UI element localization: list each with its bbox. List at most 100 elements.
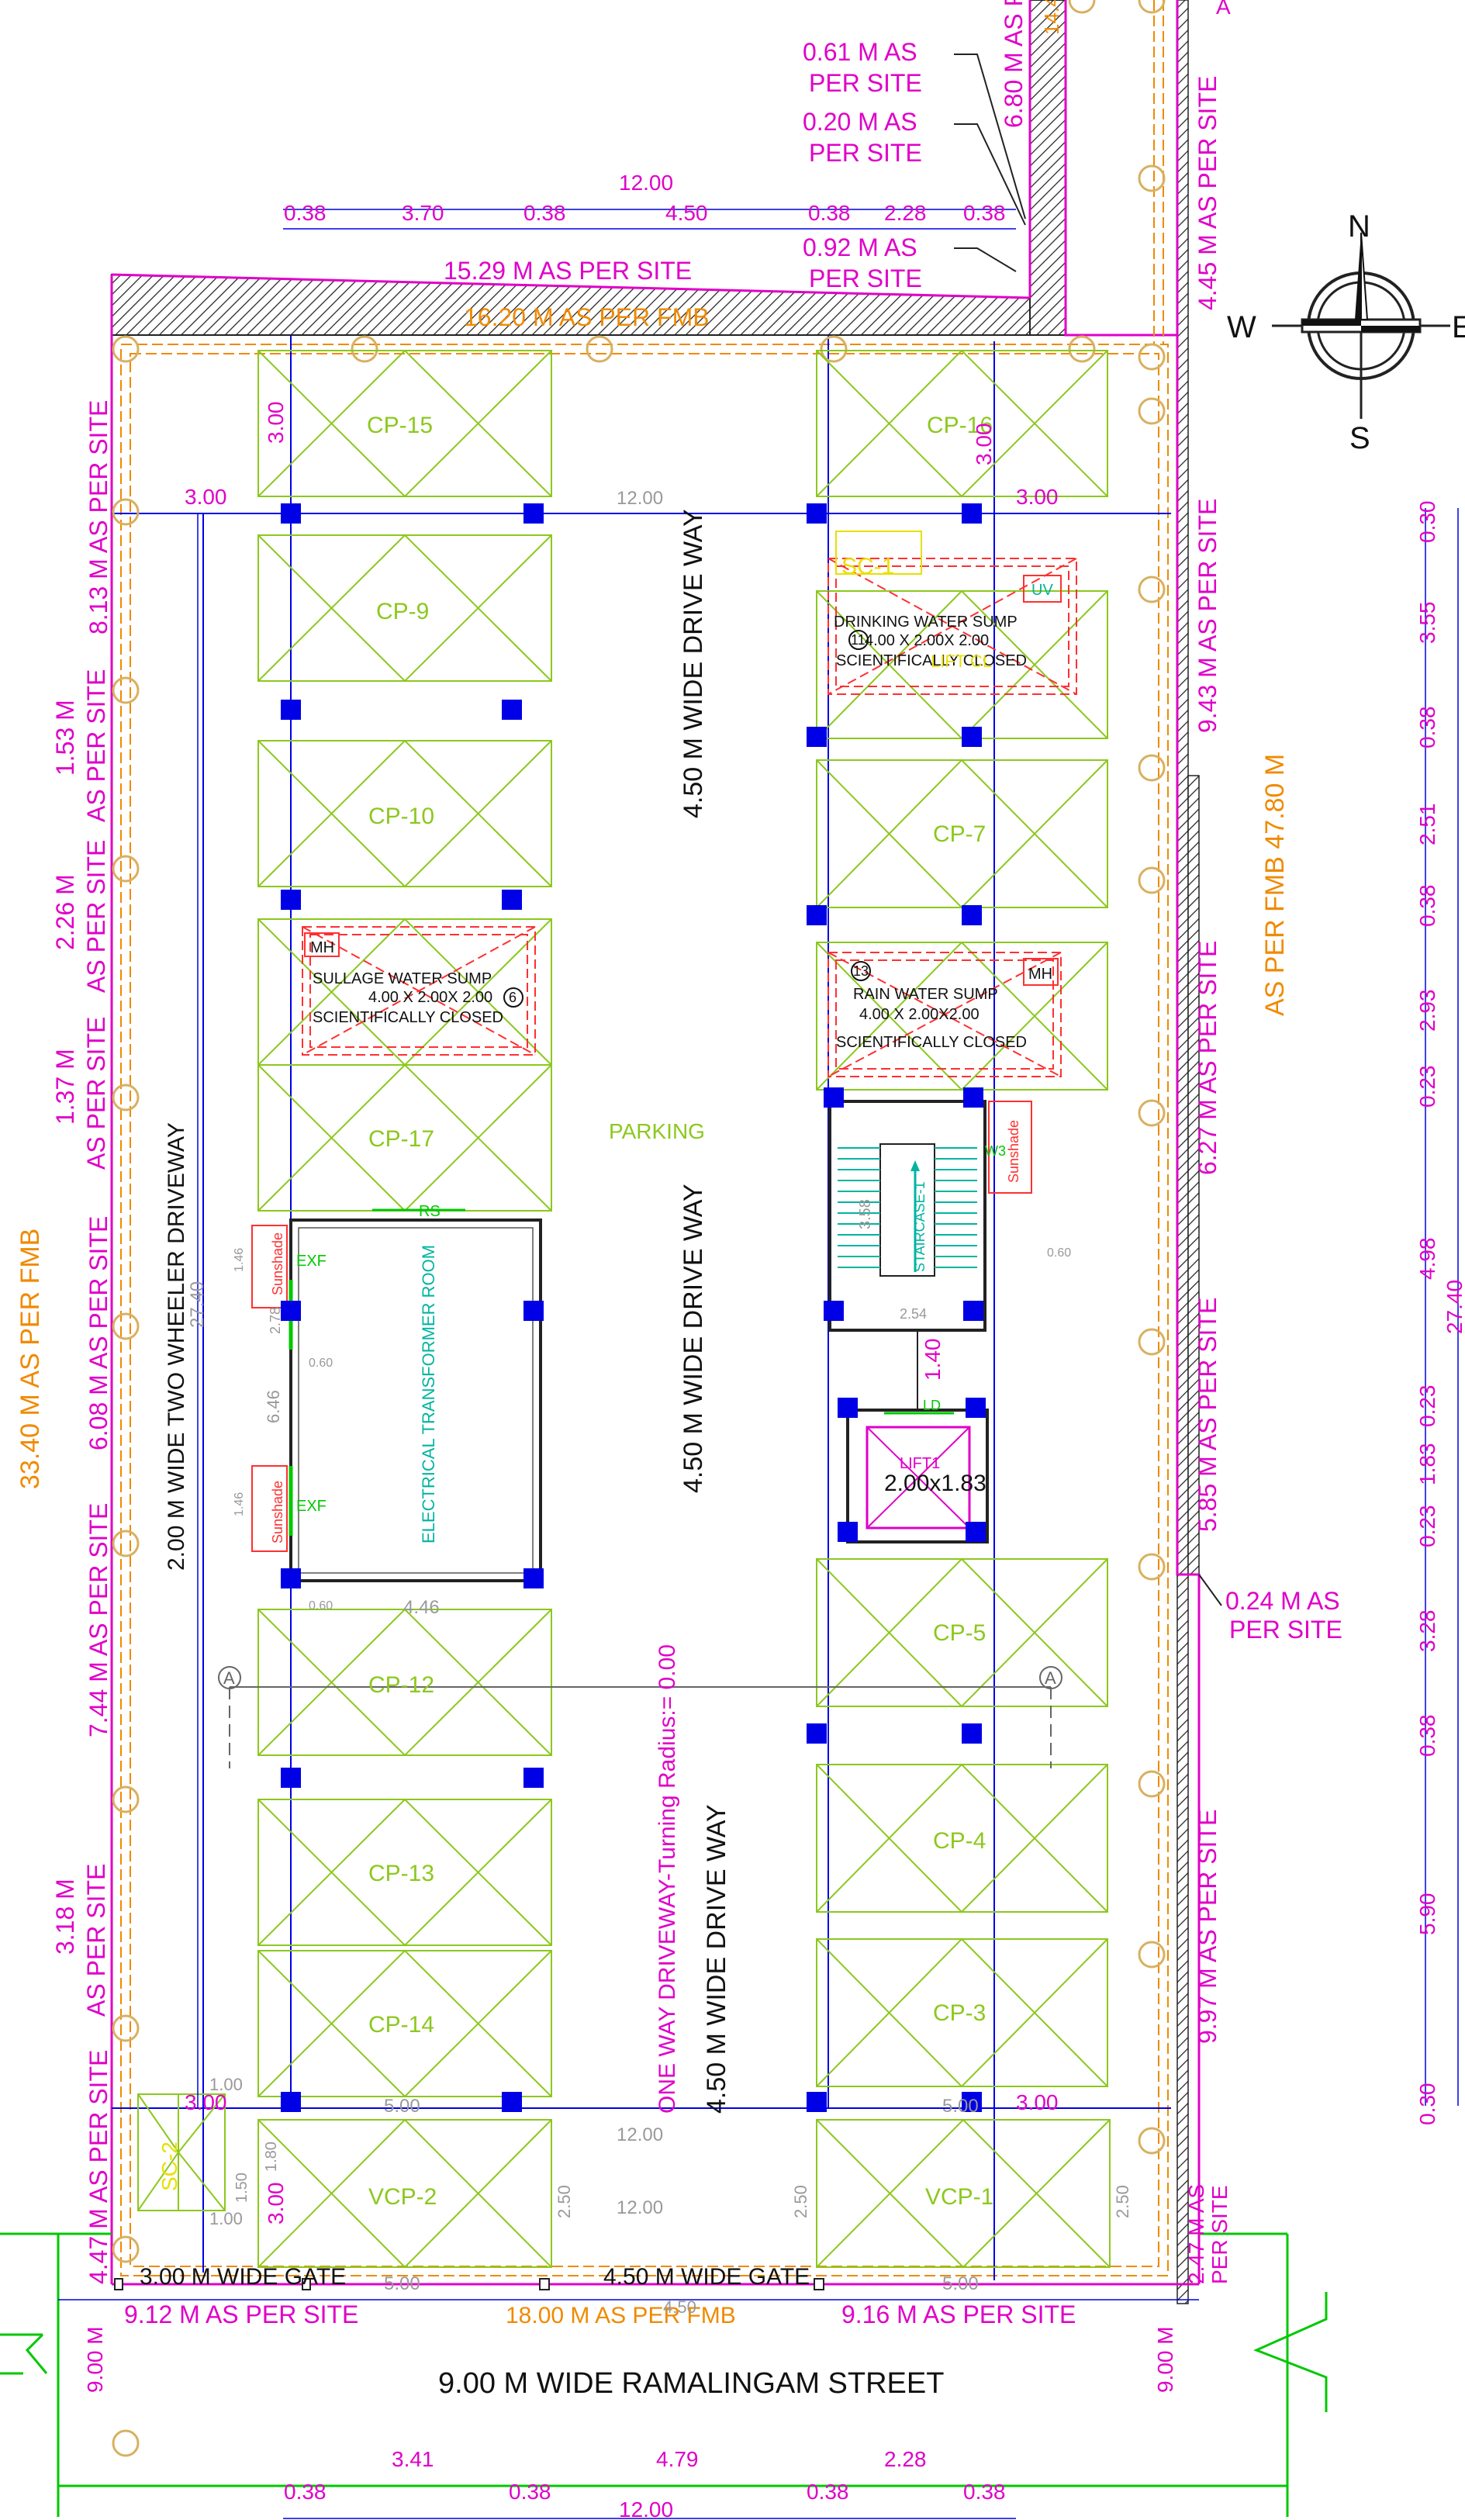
left-site-labels: 8.13 M AS PER SITE 1.53 M AS PER SITE 2.… xyxy=(51,400,358,2328)
two-wheeler-parking xyxy=(137,2093,226,2211)
dim-top-total: 12.00 xyxy=(619,171,673,195)
top-dim-2: 3.70 xyxy=(402,201,444,225)
mh-sullage: MH xyxy=(310,939,334,956)
label-cp7: CP-7 xyxy=(933,821,986,847)
label-vcp1: VCP-1 xyxy=(925,2184,993,2210)
column-marker xyxy=(1138,576,1166,603)
right-top-a: A xyxy=(1216,0,1231,19)
drinking-water-sump xyxy=(828,558,1077,695)
structural-column xyxy=(281,890,301,910)
compass-s: S xyxy=(1349,421,1370,455)
column-marker xyxy=(112,1312,140,1340)
label-cp13: CP-13 xyxy=(368,1861,434,1886)
label-cp12: CP-12 xyxy=(368,1672,434,1698)
top-dim-6: 2.28 xyxy=(884,201,927,225)
column-marker xyxy=(112,2235,140,2263)
street-w-right: 9.00 M xyxy=(1153,2326,1177,2393)
rd-11: 3.28 xyxy=(1415,1610,1439,1653)
sunshade-2: Sunshade xyxy=(270,1481,285,1543)
driveway-top: 4.50 M WIDE DRIVE WAY xyxy=(679,509,708,818)
parking-labels: CP-15 CP-16 CP-9 CP-10 CP-17 CP-12 CP-13… xyxy=(367,413,993,2210)
structural-column xyxy=(838,1522,858,1542)
rd-12: 0.38 xyxy=(1415,1715,1439,1758)
column-marker xyxy=(1138,164,1166,192)
top-dims: 0.38 3.70 0.38 4.50 0.38 2.28 0.38 xyxy=(284,201,1006,225)
driveway-mid: 4.50 M WIDE DRIVE WAY xyxy=(679,1184,708,1493)
bottom-dim-7: 0.38 xyxy=(963,2480,1006,2504)
site-092-line1: 0.92 M AS xyxy=(803,233,917,261)
dw-278: 2.78 xyxy=(268,1307,283,1334)
structural-column xyxy=(824,1087,844,1108)
top-dim-4: 4.50 xyxy=(665,201,708,225)
stair-060: 0.60 xyxy=(1047,1246,1071,1260)
sunshade-3: Sunshade xyxy=(1006,1120,1021,1183)
structural-column xyxy=(807,905,827,925)
d300-top-right: 3.00 xyxy=(1016,485,1059,509)
lift-label: LIFT1 xyxy=(900,1455,940,1472)
column-marker xyxy=(1068,335,1096,363)
site-1529: 15.29 M AS PER SITE xyxy=(444,257,692,285)
staircase xyxy=(828,1100,986,1332)
rd-8: 0.23 xyxy=(1415,1385,1439,1428)
rd-2: 0.38 xyxy=(1415,707,1439,749)
mh-rain: MH xyxy=(1028,966,1052,983)
structural-column xyxy=(281,1768,301,1788)
top-dim-5: 0.38 xyxy=(808,201,851,225)
driveway-bottom: 4.50 M WIDE DRIVE WAY xyxy=(702,1804,731,2114)
right-fmb: AS PER FMB 47.80 M xyxy=(1260,754,1290,1016)
site-020-line1: 0.20 M AS xyxy=(803,108,917,136)
lift-size: 2.00x1.83 xyxy=(884,1471,986,1496)
rain-line1: RAIN WATER SUMP xyxy=(853,986,998,1003)
sullage-line1: SULLAGE WATER SUMP xyxy=(313,970,492,987)
site-061-line2: PER SITE xyxy=(809,69,922,97)
sullage-water-sump xyxy=(302,926,536,1056)
left-318-b: AS PER SITE xyxy=(82,1864,110,2017)
site-912: 9.12 M AS PER SITE xyxy=(124,2300,358,2328)
rs-label: RS xyxy=(419,1203,441,1220)
parking-space-cp14 xyxy=(257,1949,552,2098)
compass-letters: N S W E xyxy=(1227,209,1465,455)
ld-label: LD xyxy=(923,1398,941,1413)
label-cp14: CP-14 xyxy=(368,2012,434,2038)
structural-column xyxy=(281,1301,301,1321)
sc2-label: SC-2 xyxy=(157,2141,181,2191)
site-061-line1: 0.61 M AS xyxy=(803,38,917,66)
bottom-total: 12.00 xyxy=(619,2498,673,2520)
transformer-label: ELECTRICAL TRANSFORMER ROOM xyxy=(419,1245,438,1543)
column-marker xyxy=(1138,1099,1166,1127)
structural-column xyxy=(962,905,982,925)
driveway-labels: 4.50 M WIDE DRIVE WAY 4.50 M WIDE DRIVE … xyxy=(164,509,731,2114)
transformer-room xyxy=(289,1208,542,1582)
street xyxy=(0,2232,1328,2517)
rd-total: 27.40 xyxy=(1443,1280,1465,1334)
structural-column xyxy=(807,503,827,524)
street-name: 9.00 M WIDE RAMALINGAM STREET xyxy=(438,2367,944,2400)
sullage-line2: 4.00 X 2.00X 2.00 xyxy=(368,989,492,1006)
column-marker xyxy=(112,335,140,363)
column-marker xyxy=(1138,1328,1166,1356)
structural-column xyxy=(963,1301,983,1321)
sump-labels: DRINKING WATER SUMP 4.00 X 2.00X 2.00 SC… xyxy=(310,614,1052,1051)
drinking-line2: 4.00 X 2.00X 2.00 xyxy=(865,632,989,649)
d300-top-left: 3.00 xyxy=(185,485,227,509)
parking-space-vcp2 xyxy=(257,2118,552,2269)
bottom-dim-6: 2.28 xyxy=(884,2447,927,2471)
parking-space-cp9 xyxy=(257,534,552,683)
structural-column xyxy=(523,503,544,524)
structural-column xyxy=(523,1568,544,1588)
structural-column xyxy=(838,1398,858,1418)
rd-0: 0.30 xyxy=(1415,501,1439,544)
gate-openings xyxy=(114,2278,824,2290)
d300-bot-left: 3.00 xyxy=(185,2090,227,2114)
leader-lines xyxy=(954,54,1222,1606)
structural-column xyxy=(807,1723,827,1744)
left-318-a: 3.18 M xyxy=(51,1879,79,1955)
structural-column xyxy=(281,1568,301,1588)
left-447: 4.47 M AS PER SITE xyxy=(85,2050,112,2284)
structural-column xyxy=(523,1768,544,1788)
right-247-a: 2.47 M AS xyxy=(1184,2184,1208,2284)
dw-060a: 0.60 xyxy=(309,1357,333,1370)
parking-space-vcp1 xyxy=(816,2118,1111,2269)
dimension-lines xyxy=(197,209,1459,2519)
label-cp17: CP-17 xyxy=(368,1126,434,1152)
